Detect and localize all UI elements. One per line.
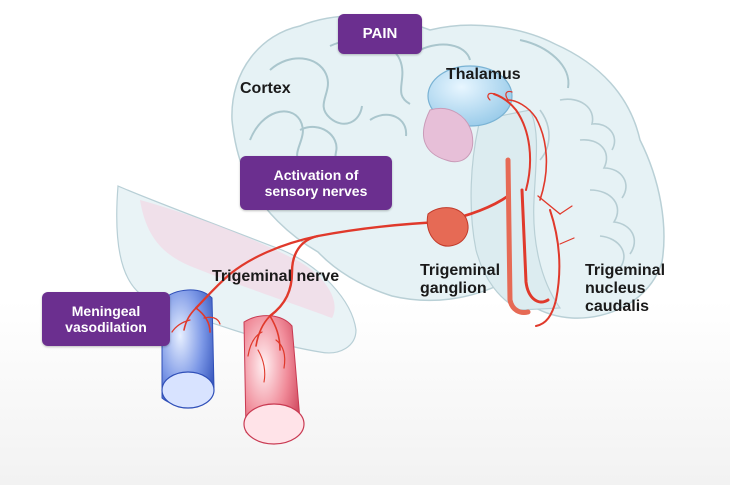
activation-callout-line-1: Activation of (273, 166, 359, 183)
hypothalamus-shape (422, 108, 474, 163)
artery-opening (243, 403, 305, 445)
trigeminal-nerve-label: Trigeminal nerve (212, 268, 340, 285)
nerve-pathways (171, 90, 575, 383)
trigeminal-nucleus-line-2: nucleus (585, 279, 646, 297)
cortex-label: Cortex (240, 80, 291, 97)
activation-callout-line-2: sensory nerves (264, 183, 368, 199)
vein-opening (161, 371, 215, 409)
trigeminal-nucleus-line-3: caudalis (585, 297, 650, 315)
cortex-gyri (249, 38, 570, 175)
pain-callout: PAIN (338, 14, 422, 54)
trigeminal-ganglion-label: Trigeminal ganglion (420, 262, 500, 298)
thalamus-label: Thalamus (446, 66, 521, 83)
meningeal-callout-line-1: Meningeal (71, 302, 141, 319)
trigeminal-ganglion-line-1: Trigeminal (420, 262, 501, 279)
cerebellum-folds (539, 98, 636, 269)
brainstem (470, 109, 562, 311)
meninges-pink-layer (140, 200, 335, 318)
meningeal-vasodilation-callout: Meningeal vasodilation (42, 292, 170, 346)
meningeal-callout-line-2: vasodilation (65, 319, 147, 335)
trigeminal-nucleus-line-1: Trigeminal (585, 262, 666, 279)
trigeminal-ganglion-line-2: ganglion (420, 279, 487, 297)
trigeminal-ganglion-shape (426, 207, 469, 247)
activation-sensory-nerves-callout: Activation of sensory nerves (240, 156, 392, 210)
trigeminal-nucleus-caudalis-label: Trigeminal nucleus caudalis (585, 262, 665, 316)
